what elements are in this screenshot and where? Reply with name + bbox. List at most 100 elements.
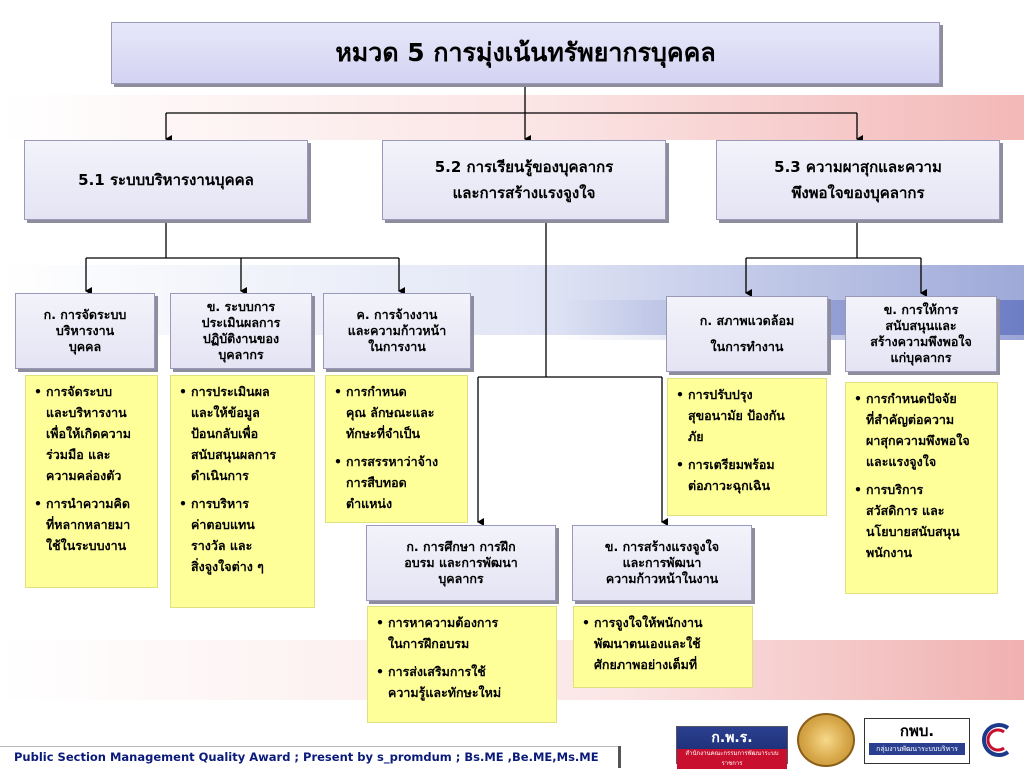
note-line: การกำหนด [346, 384, 407, 399]
section-5-1-label: 5.1 ระบบบริหารงานบุคคล [78, 171, 254, 189]
subsection-5-2-a: ก. การศึกษา การฝึก อบรม และการพัฒนา บุคล… [366, 525, 556, 601]
note-5-1-c: การกำหนด คุณ ลักษณะและ ทักษะที่จำเป็น กา… [325, 375, 468, 523]
subsection-line: และการพัฒนา [622, 555, 702, 570]
note-5-3-a: การปรับปรุง สุขอนามัย ป้องกัน ภัย การเตร… [667, 378, 827, 516]
note-line: และให้ข้อมูล [191, 405, 260, 420]
note-line: การจัดระบบ [46, 384, 113, 399]
note-line: การนำความคิด [46, 496, 130, 511]
note-line: การปรับปรุง [688, 387, 753, 402]
section-5-3-line2: พึงพอใจของบุคลากร [791, 184, 925, 202]
note-line: การสรรหาว่าจ้าง [346, 454, 439, 469]
note-line: เพื่อให้เกิดความ [46, 426, 131, 441]
list-item: การจูงใจให้พนักงาน พัฒนาตนเองและใช้ ศักย… [582, 612, 746, 675]
note-5-2-b: การจูงใจให้พนักงาน พัฒนาตนเองและใช้ ศักย… [573, 606, 753, 688]
list-item: การบริหาร ค่าตอบแทน รางวัล และ สิ่งจูงใจ… [179, 493, 308, 577]
note-line: ศักยภาพอย่างเต็มที่ [594, 657, 698, 672]
list-item: การเตรียมพร้อม ต่อภาวะฉุกเฉิน [676, 454, 820, 496]
note-line: สุขอนามัย ป้องกัน [688, 408, 785, 423]
note-line: การกำหนดปัจจัย [866, 391, 957, 406]
list-item: การจัดระบบ และบริหารงาน เพื่อให้เกิดความ… [34, 381, 151, 486]
list-item: การกำหนดปัจจัย ที่สำคัญต่อความ ผาสุกความ… [854, 388, 991, 472]
kpr-logo: ก.พ.ร. สำนักงานคณะกรรมการพัฒนาระบบราชการ [676, 726, 788, 769]
note-line: ความรู้และทักษะใหม่ [388, 685, 502, 700]
list-item: การกำหนด คุณ ลักษณะและ ทักษะที่จำเป็น [334, 381, 461, 444]
section-5-2-line2: และการสร้างแรงจูงใจ [452, 184, 596, 202]
note-line: การเตรียมพร้อม [688, 457, 775, 472]
subsection-line: ในการทำงาน [710, 339, 784, 354]
note-line: สนับสนุนผลการ [191, 447, 277, 462]
subsection-5-1-b: ข. ระบบการ ประเมินผลการ ปฏิบัติงานของ บุ… [170, 293, 312, 369]
note-line: ใช้ในระบบงาน [46, 538, 127, 553]
note-line: สิ่งจูงใจต่าง ๆ [191, 559, 264, 574]
section-5-1: 5.1 ระบบบริหารงานบุคคล [24, 140, 308, 220]
list-item: การสรรหาว่าจ้าง การสืบทอด ตำแหน่ง [334, 451, 461, 514]
note-line: ภัย [688, 429, 704, 444]
note-line: การส่งเสริมการใช้ [388, 664, 486, 679]
list-item: การบริการ สวัสดิการ และ นโยบายสนับสนุน พ… [854, 479, 991, 563]
note-5-1-a: การจัดระบบ และบริหารงาน เพื่อให้เกิดความ… [25, 375, 158, 588]
note-line: การบริการ [866, 482, 924, 497]
subsection-line: สนับสนุนและ [885, 318, 957, 333]
subsection-line: และความก้าวหน้า [347, 323, 447, 338]
subsection-line: ความก้าวหน้าในงาน [605, 571, 719, 586]
list-item: การส่งเสริมการใช้ ความรู้และทักษะใหม่ [376, 661, 550, 703]
subsection-5-1-a: ก. การจัดระบบ บริหารงาน บุคคล [15, 293, 155, 369]
subsection-5-3-a: ก. สภาพแวดล้อม ในการทำงาน [666, 296, 828, 372]
kpr-logo-label: ก.พ.ร. [711, 730, 753, 746]
note-line: ทักษะที่จำเป็น [346, 426, 421, 441]
subsection-line: บุคลากร [218, 347, 264, 362]
note-line: รางวัล และ [191, 538, 253, 553]
note-5-1-b: การประเมินผล และให้ข้อมูล ป้อนกลับเพื่อ … [170, 375, 315, 608]
note-line: ที่หลากหลายมา [46, 517, 131, 532]
note-line: การบริหาร [191, 496, 249, 511]
background-band [0, 95, 1024, 140]
subsection-line: ก. สภาพแวดล้อม [699, 313, 795, 328]
kpb-logo-label: กพบ. [899, 722, 935, 740]
section-5-2-line1: 5.2 การเรียนรู้ของบุคลากร [434, 158, 614, 176]
subsection-line: ก. การจัดระบบ [43, 307, 127, 322]
note-line: สวัสดิการ และ [866, 503, 945, 518]
subsection-line: ค. การจ้างงาน [356, 307, 438, 322]
note-line: ความคล่องตัว [46, 468, 122, 483]
subsection-line: แก่บุคลากร [890, 350, 952, 365]
page-title: หมวด 5 การมุ่งเน้นทรัพยากรบุคคล [111, 22, 940, 84]
footer-text: Public Section Management Quality Award … [14, 750, 599, 764]
subsection-line: บุคลากร [438, 571, 484, 586]
list-item: การนำความคิด ที่หลากหลายมา ใช้ในระบบงาน [34, 493, 151, 556]
note-5-2-a: การหาความต้องการ ในการฝึกอบรม การส่งเสริ… [367, 606, 557, 723]
note-line: และบริหารงาน [46, 405, 127, 420]
note-line: คุณ ลักษณะและ [346, 405, 435, 420]
seal-icon [797, 713, 855, 767]
note-line: ในการฝึกอบรม [388, 636, 470, 651]
subsection-line: สร้างความพึงพอใจ [870, 334, 972, 349]
subsection-5-2-b: ข. การสร้างแรงจูงใจ และการพัฒนา ความก้าว… [572, 525, 752, 601]
subsection-line: บริหารงาน [55, 323, 115, 338]
subsection-line: อบรม และการพัฒนา [404, 555, 518, 570]
subsection-line: ข. การให้การ [883, 302, 959, 317]
kpb-logo-sub: กลุ่มงานพัฒนาระบบบริหาร [869, 743, 965, 755]
section-5-3-line1: 5.3 ความผาสุกและความ [774, 158, 942, 176]
subsection-line: บุคคล [68, 339, 102, 354]
note-line: พนักงาน [866, 545, 913, 560]
section-5-2: 5.2 การเรียนรู้ของบุคลากร และการสร้างแรง… [382, 140, 666, 220]
note-line: การสืบทอด [346, 475, 407, 490]
subsection-line: ประเมินผลการ [201, 315, 281, 330]
note-line: ตำแหน่ง [346, 496, 393, 511]
note-line: ร่วมมือ และ [46, 447, 111, 462]
footer-credit: Public Section Management Quality Award … [0, 746, 618, 768]
page-title-text: หมวด 5 การมุ่งเน้นทรัพยากรบุคคล [335, 38, 716, 67]
section-5-3: 5.3 ความผาสุกและความ พึงพอใจของบุคลากร [716, 140, 1000, 220]
note-line: ต่อภาวะฉุกเฉิน [688, 478, 771, 493]
list-item: การหาความต้องการ ในการฝึกอบรม [376, 612, 550, 654]
subsection-line: ในการงาน [368, 339, 426, 354]
note-line: พัฒนาตนเองและใช้ [594, 636, 701, 651]
kpb-logo: กพบ. กลุ่มงานพัฒนาระบบบริหาร [864, 718, 970, 764]
ring-logo-icon [982, 723, 1010, 757]
note-line: ป้อนกลับเพื่อ [191, 426, 259, 441]
subsection-line: ก. การศึกษา การฝึก [406, 539, 516, 554]
note-line: นโยบายสนับสนุน [866, 524, 960, 539]
note-5-3-b: การกำหนดปัจจัย ที่สำคัญต่อความ ผาสุกความ… [845, 382, 998, 594]
note-line: ผาสุกความพึงพอใจ [866, 433, 970, 448]
list-item: การปรับปรุง สุขอนามัย ป้องกัน ภัย [676, 384, 820, 447]
